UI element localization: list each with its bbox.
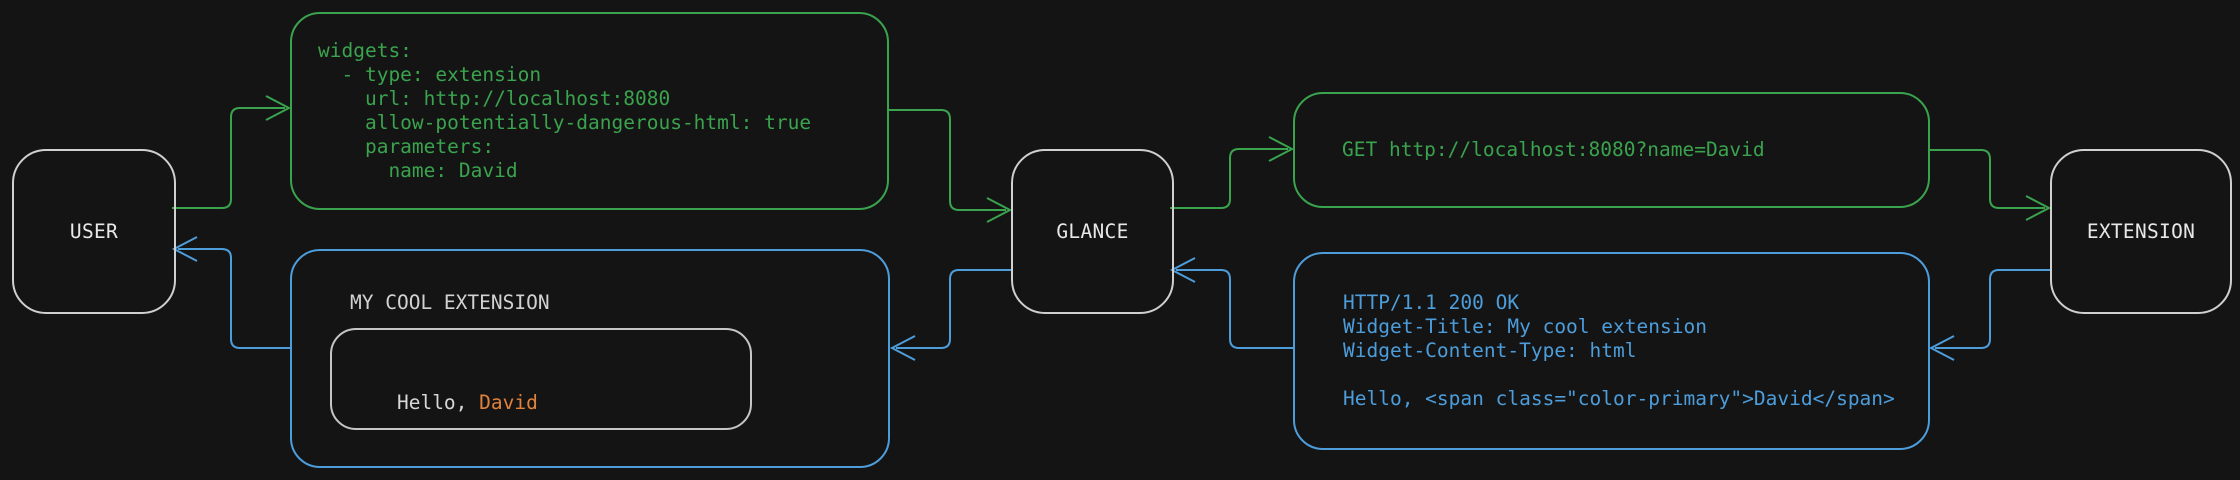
extension-node-label: EXTENSION: [2086, 220, 2196, 243]
http-request-box: [1293, 92, 1930, 208]
arrow-right-icon: [2025, 195, 2052, 221]
arrow-right-icon: [265, 95, 292, 121]
glance-node: GLANCE: [1011, 149, 1174, 314]
user-node-label: USER: [69, 220, 119, 243]
extension-node: EXTENSION: [2050, 149, 2232, 314]
http-response-code: HTTP/1.1 200 OK Widget-Title: My cool ex…: [1343, 291, 1895, 411]
config-line: url: http://localhost:8080: [318, 87, 671, 110]
wire-request-to-extension: [1930, 149, 2045, 209]
arrow-left-icon: [1928, 335, 1955, 361]
widget-preview-content-box: [330, 328, 752, 430]
http-request-code: GET http://localhost:8080?name=David: [1342, 138, 1765, 162]
response-line: [1343, 363, 1895, 387]
config-line: parameters:: [318, 135, 495, 158]
wire-glance-to-preview: [896, 269, 1011, 349]
response-line: Widget-Title: My cool extension: [1343, 315, 1707, 338]
request-line: GET http://localhost:8080?name=David: [1342, 138, 1765, 161]
glance-node-label: GLANCE: [1056, 220, 1129, 243]
greeting-prefix: Hello,: [396, 391, 480, 414]
wire-extension-to-response: [1935, 269, 2050, 349]
widget-preview-title: MY COOL EXTENSION: [350, 291, 550, 314]
response-line: Hello, <span class="color-primary">David…: [1343, 387, 1895, 410]
widget-config-box: [290, 12, 889, 210]
arrow-left-icon: [889, 335, 916, 361]
wire-preview-to-user: [178, 248, 290, 349]
config-line: allow-potentially-dangerous-html: true: [318, 111, 812, 134]
http-response-box: [1293, 252, 1930, 450]
arrow-right-icon: [1268, 136, 1295, 162]
arrow-right-icon: [986, 197, 1013, 223]
response-line: HTTP/1.1 200 OK: [1343, 291, 1520, 314]
greeting-name-highlight: David: [479, 391, 538, 414]
widget-preview-greeting: Hello, David: [350, 367, 538, 439]
config-line: widgets:: [318, 39, 412, 62]
wire-config-to-glance: [889, 109, 1006, 211]
wire-glance-to-request: [1170, 148, 1288, 209]
config-line: - type: extension: [318, 63, 542, 86]
response-line: Widget-Content-Type: html: [1343, 339, 1637, 362]
wire-user-to-config: [172, 107, 285, 209]
config-line: name: David: [318, 159, 518, 182]
widget-config-code: widgets: - type: extension url: http://l…: [318, 39, 811, 183]
user-node: USER: [12, 149, 176, 314]
wire-response-to-glance: [1176, 269, 1293, 349]
